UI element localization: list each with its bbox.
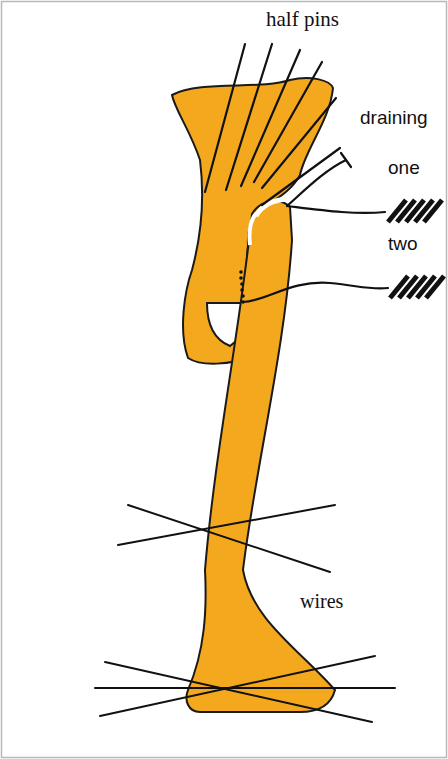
- drain-bottle: [388, 200, 442, 222]
- half-pins: [205, 44, 340, 205]
- drain-tube-two-holes: [239, 270, 245, 304]
- part-label: two: [388, 234, 418, 255]
- hip-joint-gap: [256, 199, 288, 216]
- drain-tube-two: [243, 283, 388, 302]
- drain-bottle-bar: [424, 200, 442, 222]
- hip-joint-gap: [249, 214, 256, 245]
- drain-tube-one: [287, 153, 385, 213]
- drain-bottle: [390, 276, 444, 298]
- transfixion-wires: [95, 505, 395, 722]
- drain-bottle-bar: [426, 276, 444, 298]
- part-label: wires: [300, 590, 343, 612]
- part-label: one: [388, 158, 420, 179]
- part-label: half pins: [266, 8, 339, 31]
- femur-bone: [187, 201, 336, 712]
- part-label: draining: [360, 108, 428, 129]
